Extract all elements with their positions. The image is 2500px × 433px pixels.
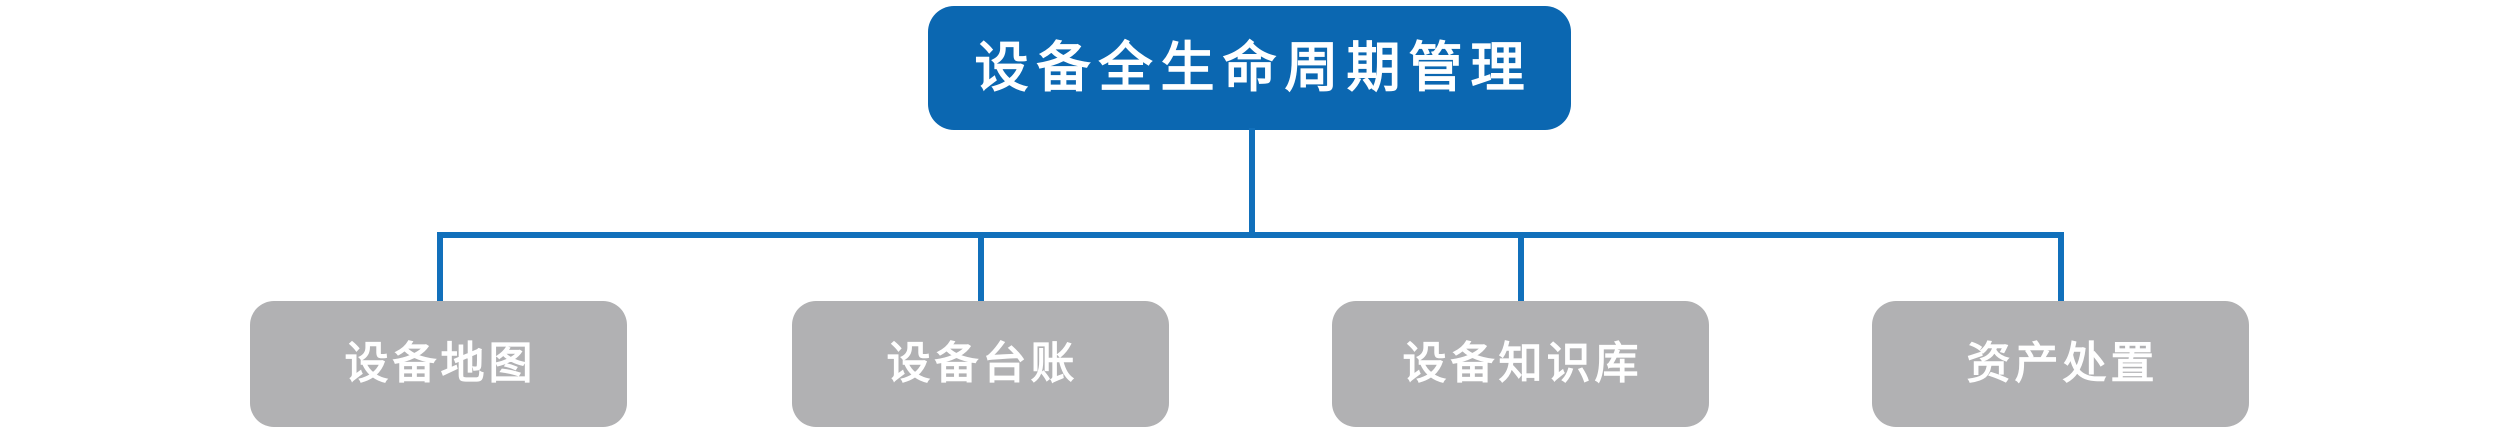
node-asset-disposal-label: 资产处置	[1966, 338, 2159, 389]
node-device-ledger-label: 设备台账	[886, 338, 1079, 389]
connector-stem	[1249, 128, 1255, 238]
connector-drop-asset-disposal	[2058, 232, 2064, 302]
node-device-knowledge-base: 设备知识库	[1332, 301, 1709, 427]
connector-rail	[437, 232, 2064, 238]
node-root-lifecycle-management-label: 设备全生命周期管理	[974, 36, 1533, 99]
connector-drop-device-map	[437, 232, 443, 302]
node-asset-disposal: 资产处置	[1872, 301, 2249, 427]
node-root-lifecycle-management: 设备全生命周期管理	[928, 6, 1571, 130]
node-device-map: 设备地图	[250, 301, 627, 427]
node-device-ledger: 设备台账	[792, 301, 1169, 427]
connector-drop-device-knowledge-base	[1518, 232, 1524, 302]
node-device-knowledge-base-label: 设备知识库	[1402, 338, 1643, 389]
node-device-map-label: 设备地图	[344, 338, 537, 389]
connector-drop-device-ledger	[978, 232, 984, 302]
